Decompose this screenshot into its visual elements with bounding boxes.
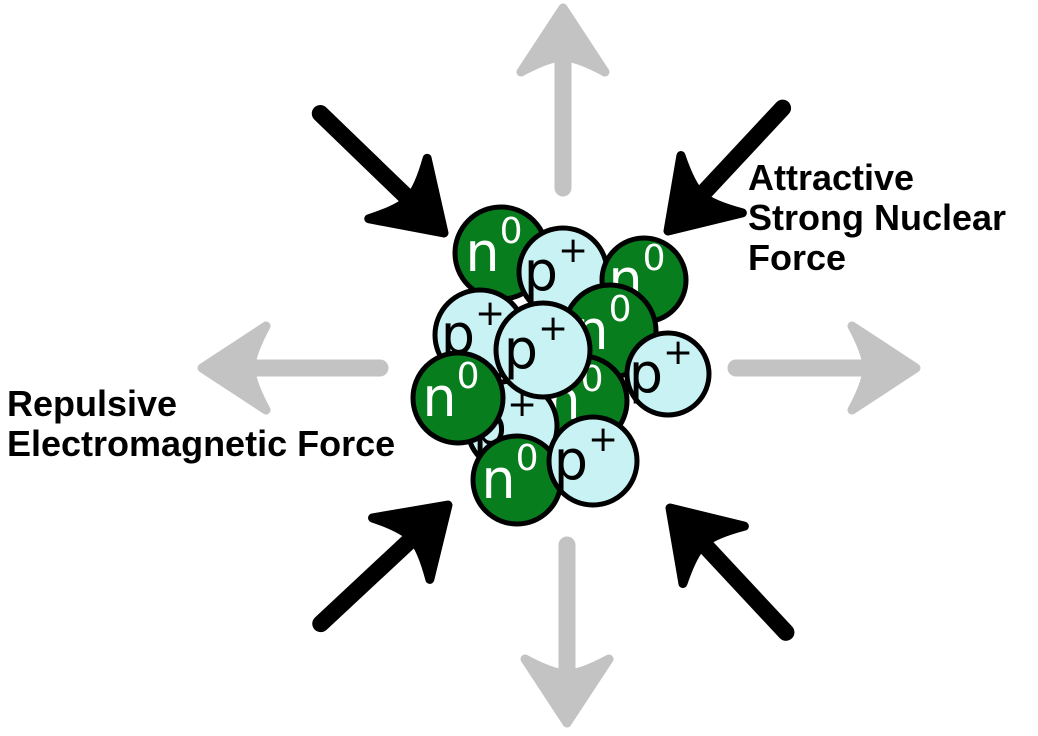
repulsive-force-label-line1: Repulsive xyxy=(7,383,178,424)
proton: p+ xyxy=(624,330,712,418)
repulsive-force-arrow-head xyxy=(516,3,610,77)
proton-circle xyxy=(546,414,640,508)
attractive-force-label: Attractive Strong Nuclear Force xyxy=(748,158,1006,278)
attractive-force-arrow-shaft xyxy=(690,99,792,206)
attractive-force-label-line1: Attractive xyxy=(748,157,915,198)
proton: p+ xyxy=(493,300,593,400)
attractive-force-arrow-head xyxy=(665,503,749,588)
attractive-force-arrow-shaft xyxy=(692,533,795,641)
proton: p+ xyxy=(546,414,640,508)
attractive-force-arrow xyxy=(663,99,792,236)
proton-label: p+ xyxy=(524,230,588,303)
repulsive-force-arrow-head xyxy=(197,321,271,415)
attractive-force-label-line2: Strong Nuclear xyxy=(748,197,1007,238)
attractive-force-arrow-shaft xyxy=(312,527,423,633)
attractive-force-arrow xyxy=(665,503,795,641)
repulsive-force-arrow xyxy=(197,321,389,415)
proton-label: p+ xyxy=(504,308,568,381)
repulsive-force-label: Repulsive Electromagnetic Force xyxy=(7,384,395,464)
neutron-circle xyxy=(410,350,506,446)
repulsive-force-arrow-head xyxy=(520,654,614,728)
attractive-force-arrow-head xyxy=(368,500,453,584)
attractive-force-arrow xyxy=(311,105,449,238)
attractive-force-arrow-head xyxy=(364,153,449,238)
repulsive-force-arrow xyxy=(520,536,614,728)
attractive-force-arrow-shaft xyxy=(311,105,420,210)
repulsive-force-arrow-head xyxy=(847,321,921,415)
attractive-force-arrow-head xyxy=(663,151,747,236)
attractive-force-label-line3: Force xyxy=(748,237,847,278)
neutron: n0 xyxy=(410,350,506,446)
neutron-label: n0 xyxy=(465,211,522,284)
neutron-label: n0 xyxy=(481,438,538,511)
neutron-label: n0 xyxy=(422,356,479,429)
repulsive-force-arrow xyxy=(516,3,610,197)
proton-label: p+ xyxy=(629,332,693,405)
proton-circle xyxy=(493,300,593,400)
attractive-force-arrow xyxy=(312,500,453,633)
neutron: n0 xyxy=(470,433,564,527)
repulsive-force-arrow xyxy=(727,321,921,415)
proton-label: p+ xyxy=(554,419,618,492)
proton-circle xyxy=(624,330,712,418)
repulsive-force-label-line2: Electromagnetic Force xyxy=(7,423,396,464)
